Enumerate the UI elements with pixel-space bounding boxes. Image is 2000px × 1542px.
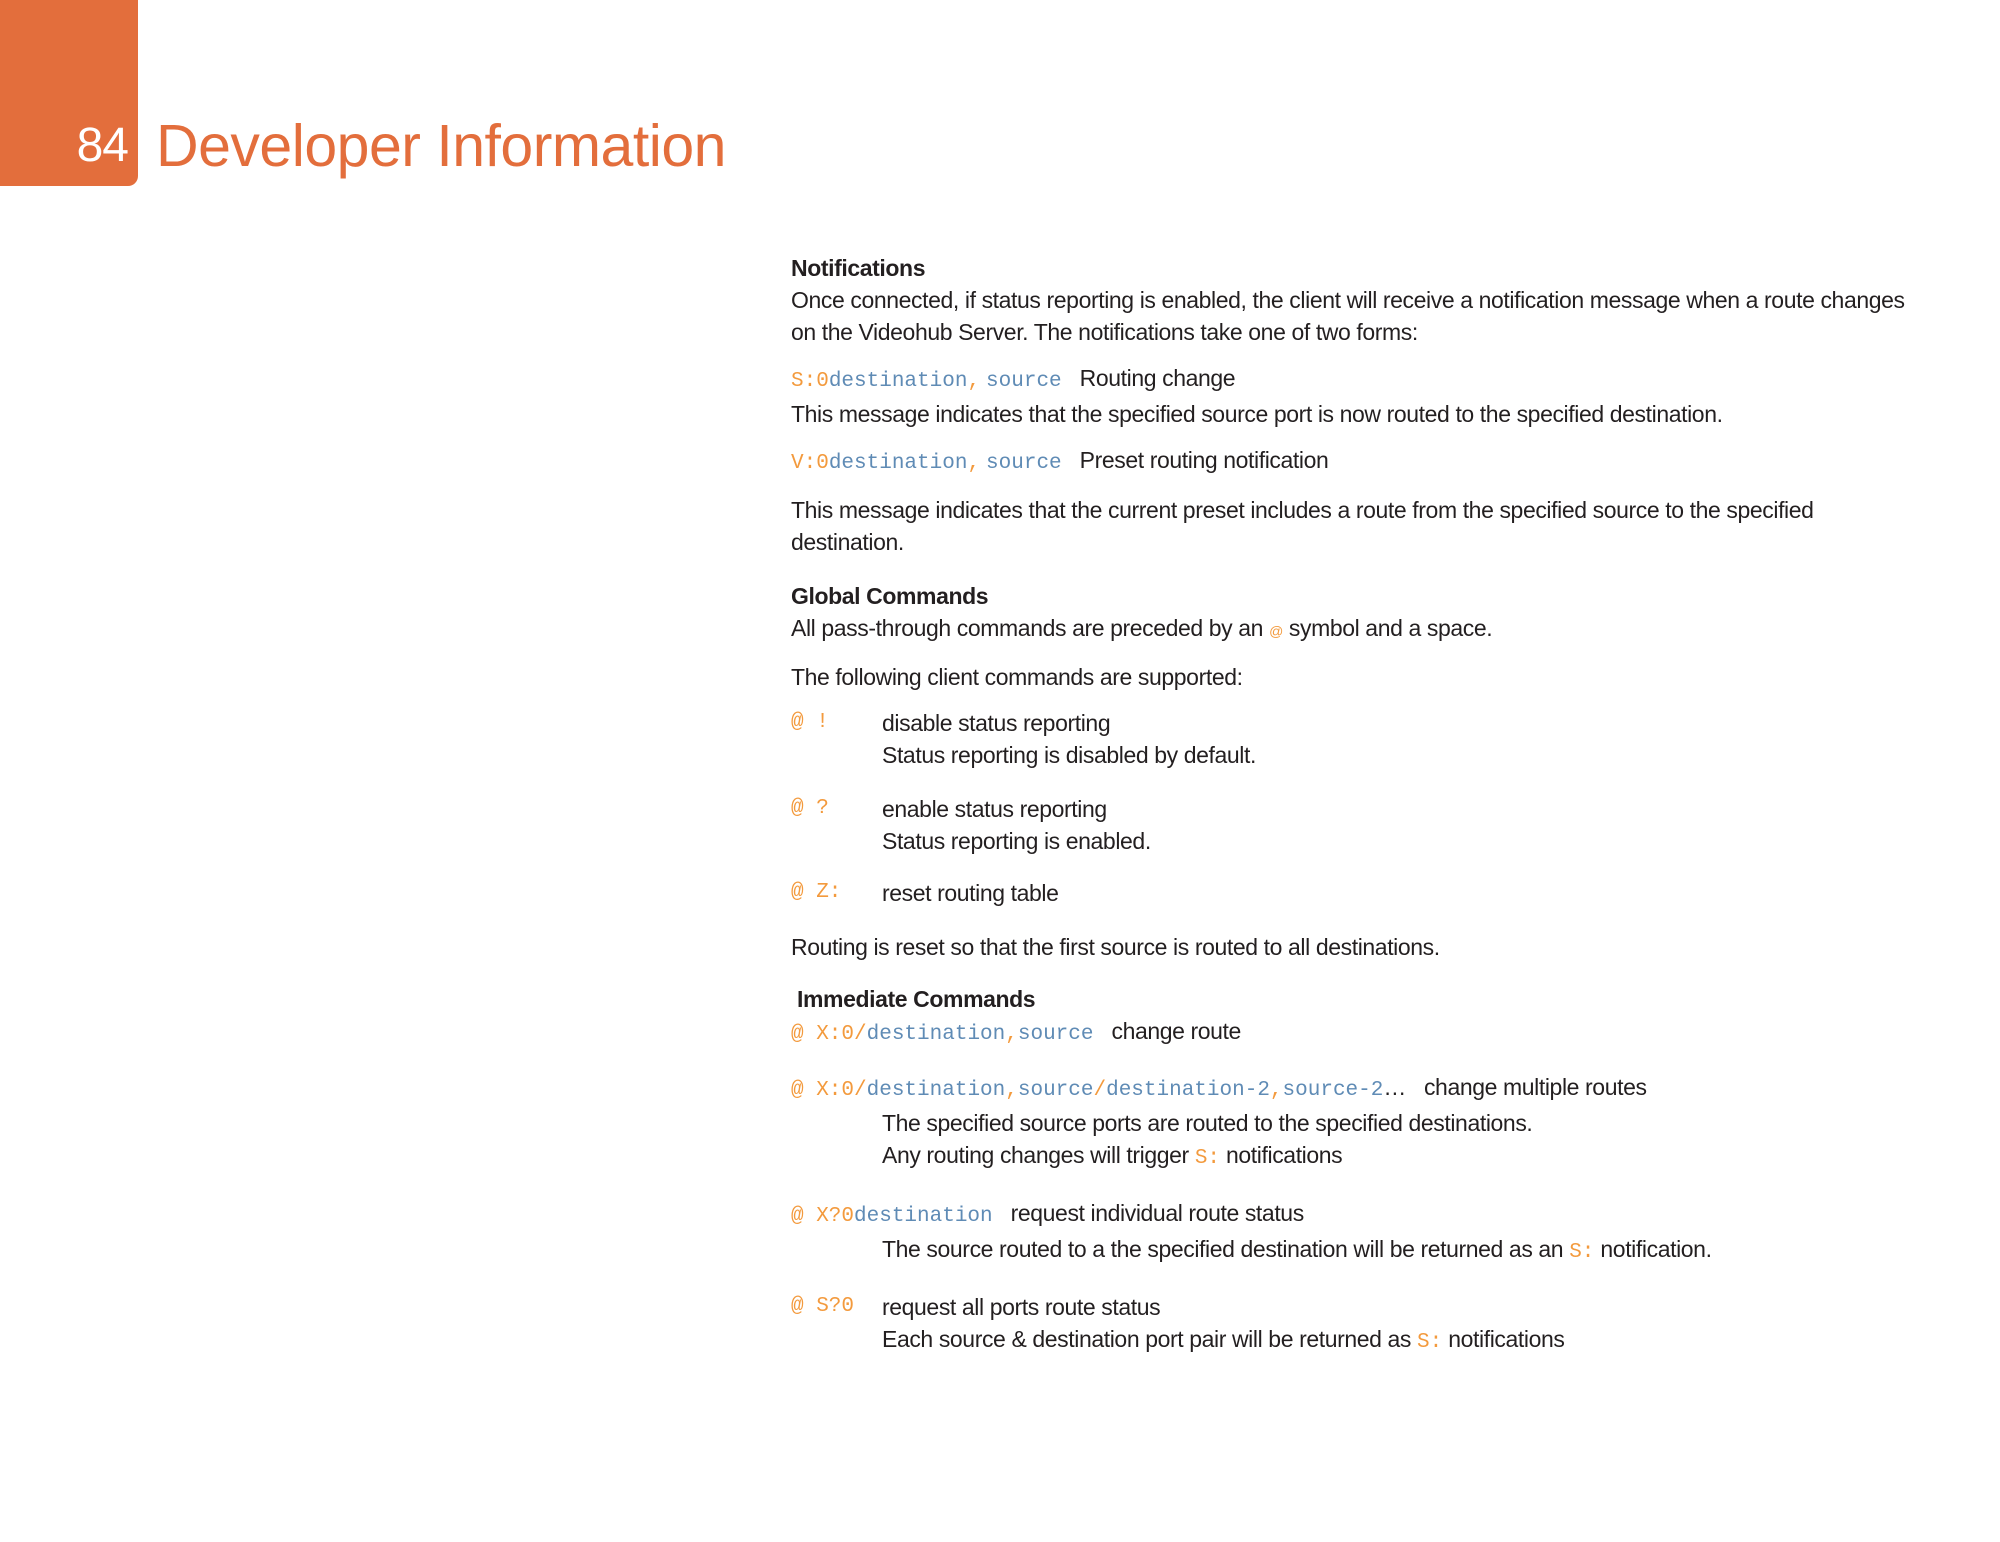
- reset-description: Routing is reset so that the first sourc…: [791, 934, 1440, 960]
- command-code: @ S?0: [791, 1295, 855, 1318]
- command-disable-status: @ ! disable status reporting Status repo…: [791, 707, 1921, 771]
- v-label: Preset routing notification: [1079, 447, 1329, 473]
- s-label: Routing change: [1079, 365, 1236, 391]
- command-request-route-status: @ X?0destination request individual rout…: [791, 1200, 1304, 1228]
- notifications-heading: Notifications: [791, 255, 926, 281]
- s-description: This message indicates that the specifie…: [791, 401, 1723, 427]
- chapter-tab: [0, 0, 138, 186]
- global-commands-heading: Global Commands: [791, 583, 989, 609]
- command-code: @ Z:: [791, 881, 842, 904]
- supported-commands-text: The following client commands are suppor…: [791, 664, 1243, 690]
- s-notification-line: S:0destination, source Routing change: [791, 365, 1236, 393]
- route-status-desc: The source routed to a the specified des…: [882, 1236, 1712, 1264]
- immediate-commands-heading: Immediate Commands: [797, 986, 1036, 1012]
- main-content: Notifications Once connected, if status …: [791, 252, 1921, 1359]
- command-code: @ !: [791, 711, 829, 734]
- command-change-multiple: @ X:0/destination,source/destination-2,s…: [791, 1074, 1647, 1102]
- routing-trigger-note: Any routing changes will trigger S: noti…: [882, 1142, 1343, 1170]
- command-change-route: @ X:0/destination,source change route: [791, 1018, 1241, 1046]
- global-intro: All pass-through commands are preceded b…: [791, 615, 1493, 641]
- s-prefix-code: S:0: [791, 370, 829, 393]
- change-multiple-desc: The specified source ports are routed to…: [882, 1110, 1533, 1136]
- v-description: This message indicates that the current …: [791, 497, 1814, 555]
- command-code: @ ?: [791, 797, 829, 820]
- notifications-intro: Once connected, if status reporting is e…: [791, 287, 1905, 345]
- command-reset-routing: @ Z: reset routing table: [791, 877, 1921, 909]
- at-symbol: @: [1269, 623, 1283, 639]
- v-prefix-code: V:0: [791, 452, 829, 475]
- page-title: Developer Information: [156, 113, 726, 179]
- v-notification-line: V:0destination, source Preset routing no…: [791, 447, 1329, 475]
- command-enable-status: @ ? enable status reporting Status repor…: [791, 793, 1921, 857]
- page-number: 84: [76, 119, 129, 172]
- command-request-all-status: @ S?0 request all ports route status Eac…: [791, 1291, 1921, 1359]
